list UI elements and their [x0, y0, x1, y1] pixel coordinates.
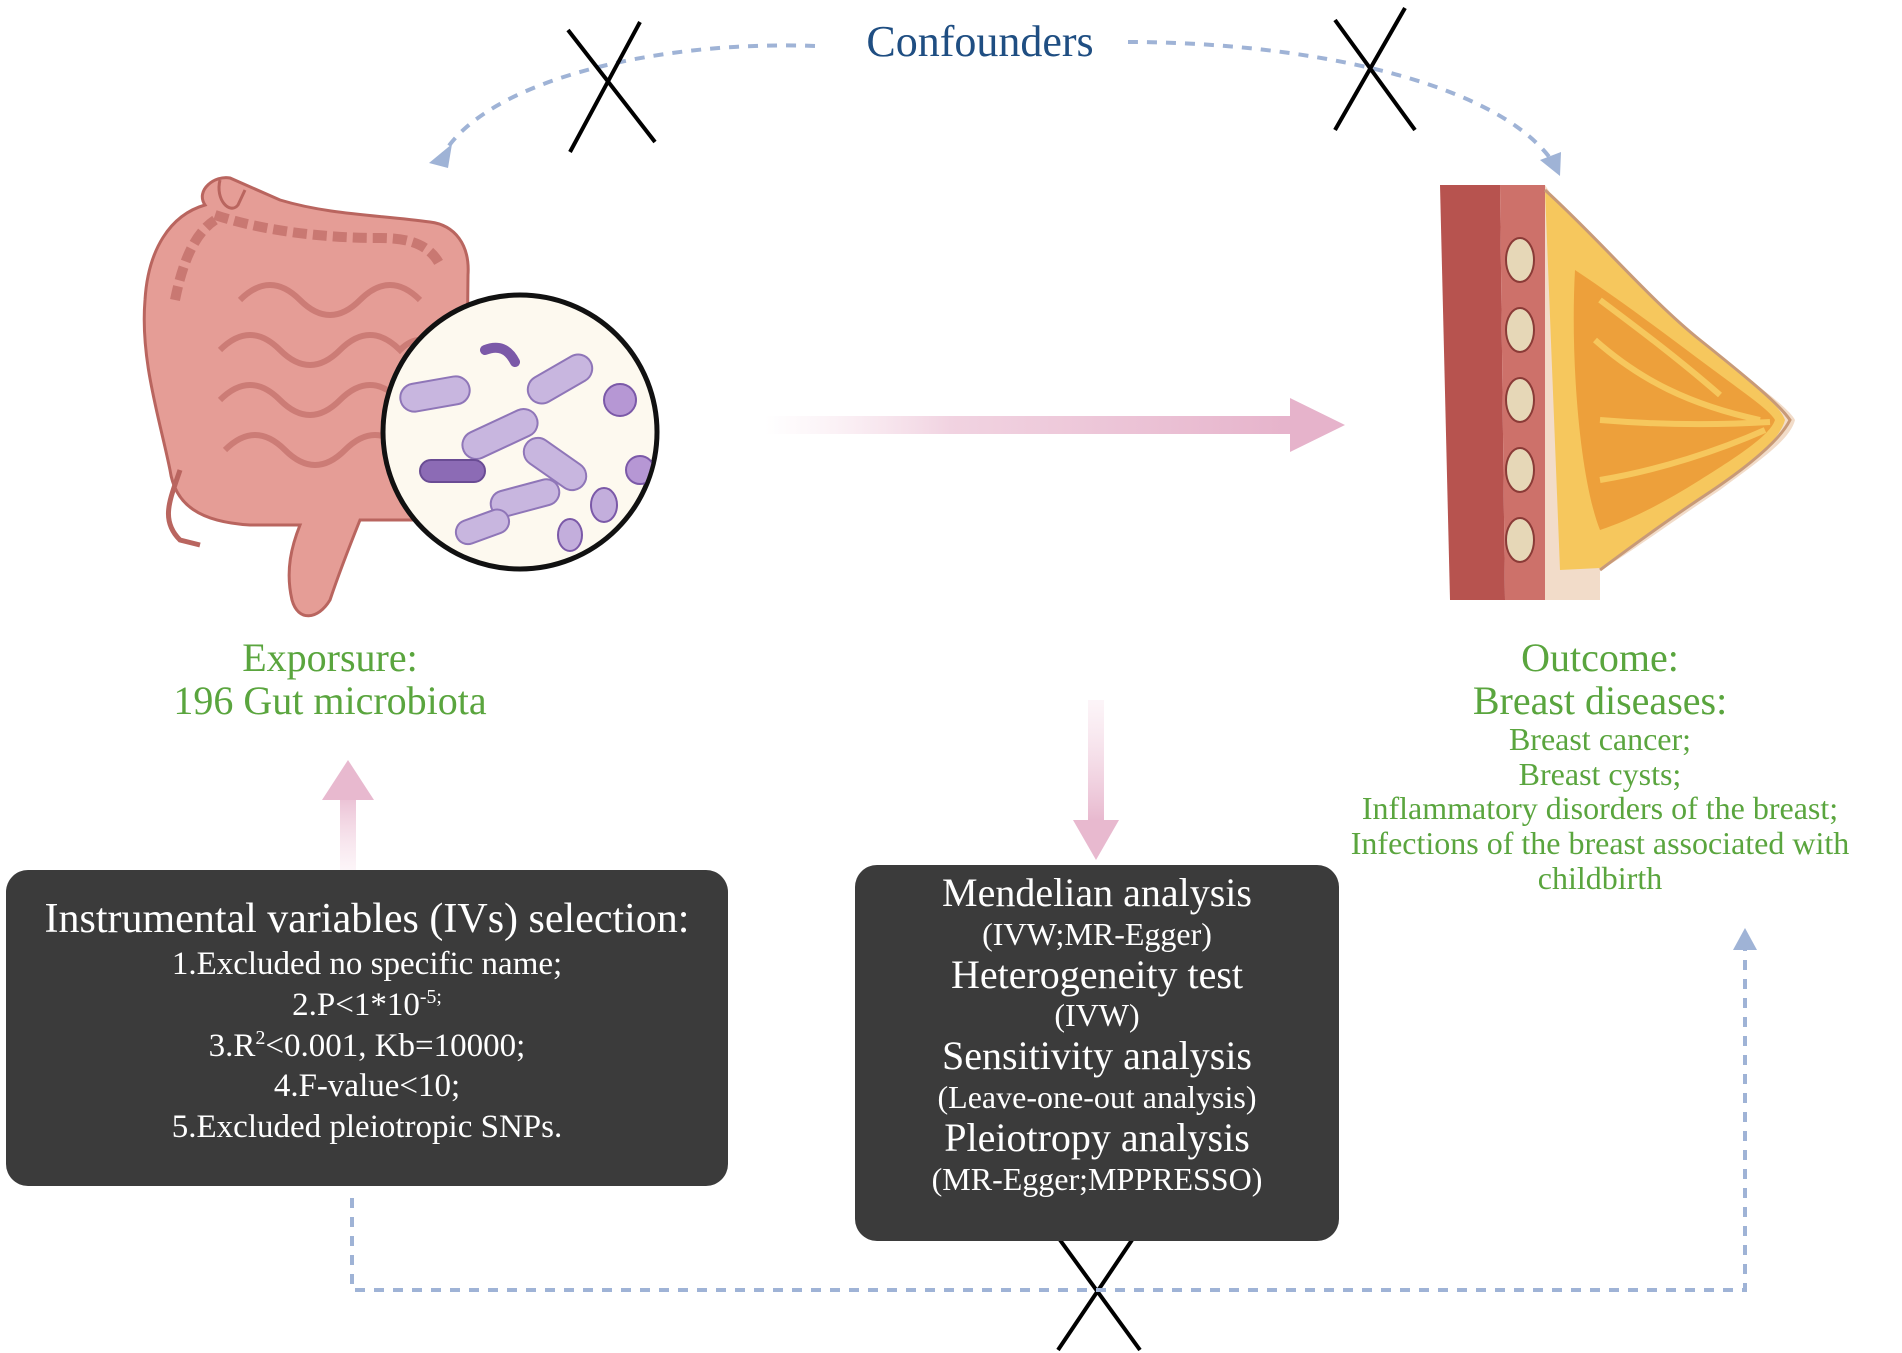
outcome-item: Breast cysts;	[1518, 755, 1682, 792]
iv-criterion-3: 3.R2<0.001, Kb=10000;	[6, 1026, 728, 1067]
x-mark-left	[566, 21, 657, 153]
outcome-title: Outcome:	[1521, 635, 1679, 680]
exposure-to-outcome-arrow	[765, 398, 1345, 452]
iv-to-outcome-dashed-path	[350, 928, 1757, 1292]
iv-criterion-3-exponent: 2	[255, 1026, 266, 1049]
pleiotropy-analysis-methods: (MR-Egger;MPPRESSO)	[931, 1160, 1263, 1197]
x-mark-bottom	[1056, 1238, 1142, 1352]
iv-selection-box: Instrumental variables (IVs) selection: …	[6, 870, 728, 1186]
outcome-item: Infections of the breast associated with	[1350, 825, 1850, 862]
sensitivity-analysis-heading: Sensitivity analysis	[942, 1033, 1252, 1079]
intestine-illustration	[142, 176, 470, 618]
exposure-label: Exporsure: 196 Gut microbiota	[130, 636, 530, 722]
iv-criterion-5: 5.Excluded pleiotropic SNPs.	[171, 1108, 563, 1145]
mr-methods-box: Mendelian analysis (IVW;MR-Egger) Hetero…	[855, 865, 1339, 1241]
x-mark-right	[1333, 7, 1417, 132]
exposure-name: 196 Gut microbiota	[173, 678, 487, 724]
heterogeneity-test-methods: (IVW)	[1054, 997, 1140, 1034]
outcome-category: Breast diseases:	[1472, 678, 1728, 724]
outcome-item: Inflammatory disorders of the breast;	[1361, 790, 1839, 827]
mendelian-analysis-heading: Mendelian analysis	[942, 870, 1252, 915]
confounders-label: Confounders	[866, 17, 1094, 66]
outcome-item: childbirth	[1537, 859, 1663, 896]
exposure-title: Exporsure:	[242, 635, 418, 680]
to-mr-analysis-arrow	[1073, 700, 1119, 860]
microbiota-lens	[380, 292, 660, 572]
iv-criterion-4: 4.F-value<10;	[273, 1068, 461, 1105]
outcome-label: Outcome: Breast diseases: Breast cancer;…	[1300, 636, 1900, 895]
mendelian-analysis-methods: (IVW;MR-Egger)	[982, 915, 1212, 952]
iv-selection-title: Instrumental variables (IVs) selection:	[44, 896, 690, 942]
iv-criterion-3-prefix: 3.R	[208, 1027, 256, 1064]
heterogeneity-test-heading: Heterogeneity test	[950, 951, 1244, 997]
iv-to-exposure-arrow	[322, 760, 374, 870]
outcome-item: Breast cancer;	[1508, 721, 1692, 758]
iv-criterion-2-text: 2.P<1*10	[292, 986, 420, 1023]
confounder-arc-left	[429, 43, 816, 168]
breast-illustration	[1440, 185, 1795, 600]
sensitivity-analysis-methods: (Leave-one-out analysis)	[937, 1078, 1257, 1115]
confounder-arc-right	[1127, 40, 1561, 176]
iv-criterion-3-suffix: <0.001, Kb=10000;	[265, 1027, 526, 1064]
pleiotropy-analysis-heading: Pleiotropy analysis	[944, 1114, 1250, 1160]
iv-criterion-2-exponent: -5;	[419, 985, 442, 1008]
iv-criterion-1: 1.Excluded no specific name;	[171, 946, 563, 983]
iv-criterion-2: 2.P<1*10-5;	[6, 985, 728, 1026]
